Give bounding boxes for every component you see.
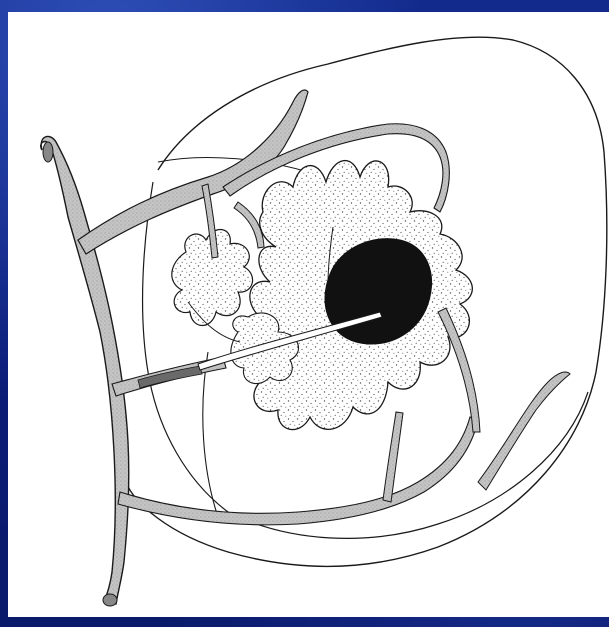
- vessel-branch-lower: [118, 417, 478, 525]
- illustration-panel: [8, 12, 609, 617]
- vessel-lumen-top: [43, 142, 53, 162]
- main-vessel-trunk: [41, 136, 129, 604]
- vessel-lumen-bottom: [103, 594, 117, 606]
- anatomical-illustration: [8, 12, 609, 617]
- vessel-branch-far-right: [478, 372, 570, 490]
- vessel-branch-lower-up: [383, 412, 403, 502]
